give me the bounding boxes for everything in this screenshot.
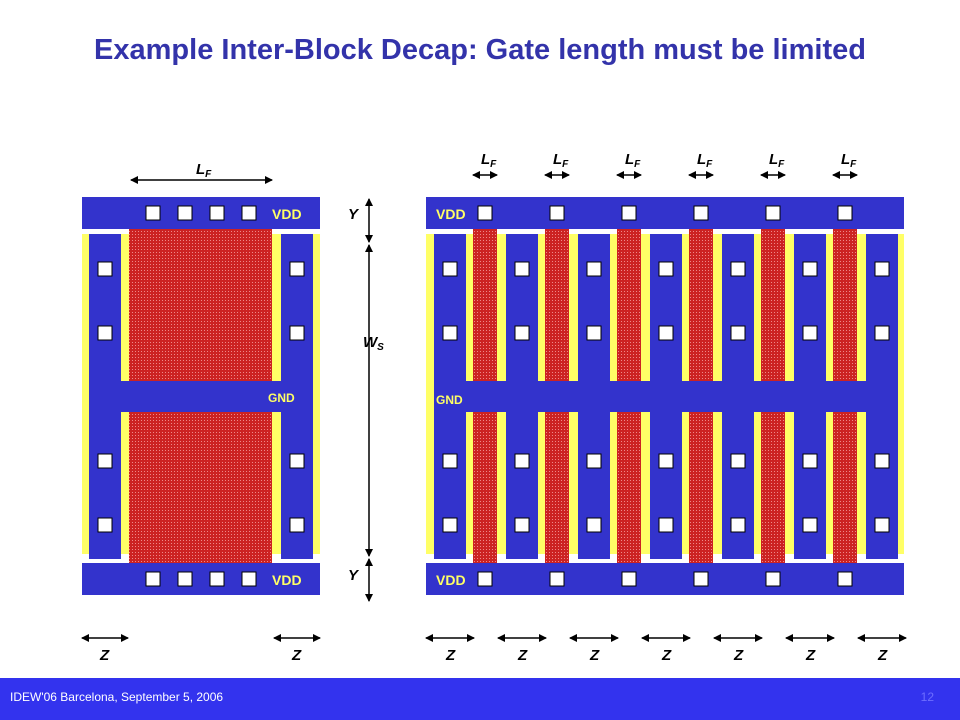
z-label: Z	[517, 647, 528, 664]
vdd-contact	[477, 571, 493, 587]
vdd-contact	[693, 571, 709, 587]
gnd-contact	[586, 453, 602, 469]
lf-label: LF	[553, 151, 569, 170]
gnd-contact	[514, 261, 530, 277]
gnd-contact	[442, 261, 458, 277]
vdd-contacts-top	[145, 205, 257, 221]
vdd-contact	[621, 205, 637, 221]
vdd-contact	[549, 205, 565, 221]
lf-label: LF	[625, 151, 641, 170]
vdd-rail-bottom	[82, 563, 320, 595]
lf-dimensions: LF LF LF LF LF LF	[472, 151, 858, 179]
y-label: Y	[348, 206, 360, 223]
gnd-label: GND	[268, 391, 295, 405]
gnd-bar	[434, 381, 896, 412]
gnd-contact	[730, 453, 746, 469]
gnd-contact	[658, 517, 674, 533]
gnd-contact	[514, 453, 530, 469]
lf-label: LF	[697, 151, 713, 170]
vdd-rail-top	[426, 197, 904, 229]
gnd-contact	[442, 325, 458, 341]
vdd-label: VDD	[436, 572, 466, 588]
vdd-contact	[621, 571, 637, 587]
gnd-contact	[802, 453, 818, 469]
footer-bar: IDEW'06 Barcelona, September 5, 2006 12	[0, 678, 960, 720]
y-label: Y	[348, 567, 360, 584]
vdd-label: VDD	[272, 572, 302, 588]
gnd-label: GND	[436, 393, 463, 407]
gnd-contact	[730, 517, 746, 533]
slide-title: Example Inter-Block Decap: Gate length m…	[94, 34, 866, 66]
gnd-contact	[658, 261, 674, 277]
gnd-contact	[802, 517, 818, 533]
vdd-contacts-bottom	[145, 571, 257, 587]
gnd-contact	[442, 453, 458, 469]
gnd-bar	[89, 381, 313, 412]
gnd-contact	[586, 325, 602, 341]
vdd-contact	[837, 205, 853, 221]
vdd-label: VDD	[436, 206, 466, 222]
gnd-contact	[730, 261, 746, 277]
gnd-contact	[874, 517, 890, 533]
ws-label: WS	[363, 334, 384, 353]
lf-label: LF	[841, 151, 857, 170]
lf-label: LF	[196, 161, 212, 180]
vdd-rail-top	[82, 197, 320, 229]
vdd-contact	[549, 571, 565, 587]
gnd-contact	[658, 325, 674, 341]
z-label: Z	[877, 647, 888, 664]
z-label: Z	[589, 647, 600, 664]
vdd-rail-bottom	[426, 563, 904, 595]
z-label: Z	[445, 647, 456, 664]
gnd-contact	[514, 517, 530, 533]
lf-label: LF	[769, 151, 785, 170]
vertical-dimensions: Y WS Y	[348, 198, 384, 602]
vdd-contact	[477, 205, 493, 221]
z-label: Z	[291, 647, 302, 664]
gnd-contact	[586, 261, 602, 277]
z-label: Z	[99, 647, 110, 664]
gnd-contact	[658, 453, 674, 469]
footer-text: IDEW'06 Barcelona, September 5, 2006	[10, 690, 224, 704]
vdd-contact	[765, 205, 781, 221]
gnd-contact	[586, 517, 602, 533]
z-label: Z	[733, 647, 744, 664]
gnd-contact	[874, 453, 890, 469]
lf-label: LF	[481, 151, 497, 170]
single-finger-decap: VDD VDD GND LF Z Z	[81, 161, 321, 664]
multi-finger-decap: VDD VDD GND LF LF LF LF LF LF Z Z Z Z Z Z Z	[425, 151, 907, 664]
contacts	[442, 205, 890, 587]
vdd-contact	[765, 571, 781, 587]
z-label: Z	[805, 647, 816, 664]
gnd-contact	[874, 325, 890, 341]
gnd-contact	[802, 261, 818, 277]
vdd-label: VDD	[272, 206, 302, 222]
gnd-contact	[874, 261, 890, 277]
page-number: 12	[920, 690, 934, 704]
vdd-contact	[693, 205, 709, 221]
gnd-contacts	[97, 261, 305, 533]
gnd-contact	[802, 325, 818, 341]
z-label: Z	[661, 647, 672, 664]
gnd-contact	[442, 517, 458, 533]
vdd-contact	[837, 571, 853, 587]
gnd-contact	[730, 325, 746, 341]
gnd-contact	[514, 325, 530, 341]
